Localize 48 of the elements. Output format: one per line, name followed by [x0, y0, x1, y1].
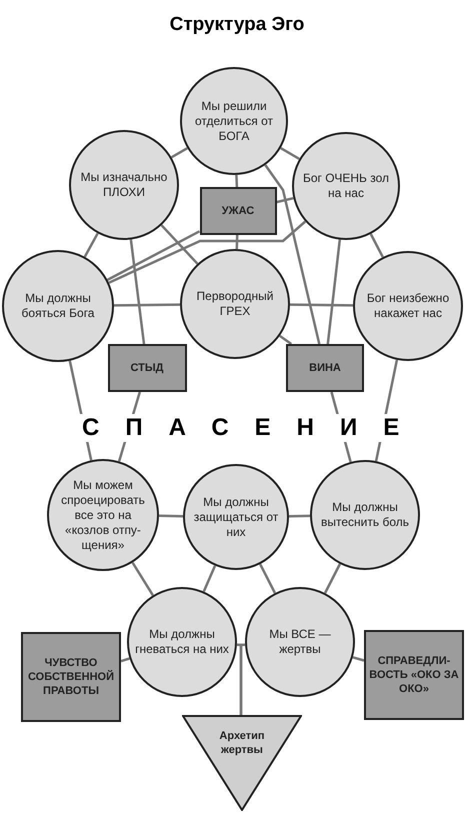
- emotion-box: [364, 630, 464, 720]
- node-text: Бог неизбежно накажет нас: [366, 291, 450, 321]
- emotion-box: [21, 632, 121, 722]
- connector-line: [352, 656, 364, 662]
- connector-line: [108, 220, 306, 284]
- node-text: ЧУВСТВО СОБСТВЕННОЙ ПРАВОТЫ: [26, 656, 115, 698]
- emotion-box: [286, 344, 364, 392]
- emotion-box: [108, 344, 186, 392]
- archetype-triangle: [182, 715, 302, 811]
- diagram-title: Структура Эго: [168, 14, 306, 36]
- emotion-box: [200, 187, 276, 235]
- node-text: Мы ВСЕ — жертвы: [268, 627, 332, 657]
- node-text: Мы должны бояться Бога: [20, 291, 96, 321]
- connector-line: [132, 562, 154, 596]
- connector-line: [130, 239, 146, 344]
- connector-line: [279, 334, 292, 346]
- connector-line: [290, 303, 354, 307]
- node-text: СПРАВЕДЛИ- ВОСТЬ «ОКО ЗА ОКО»: [368, 654, 460, 696]
- connector-line: [120, 657, 130, 662]
- node-text: ВИНА: [309, 361, 341, 375]
- connector-line: [326, 239, 342, 344]
- connector-line: [236, 234, 238, 250]
- connector-line: [235, 174, 238, 188]
- node-text: Бог ОЧЕНЬ зол на нас: [302, 171, 390, 201]
- node-text: Мы должны вытеснить боль: [320, 500, 410, 530]
- connector-line: [288, 514, 310, 518]
- connector-line: [259, 564, 276, 594]
- node-text: Архетип жертвы: [218, 729, 266, 757]
- connector-line: [106, 230, 200, 281]
- connector-line: [170, 147, 188, 158]
- connector-line: [264, 164, 321, 344]
- node-text: Мы решили отделиться от БОГА: [194, 98, 274, 144]
- connector-line: [158, 514, 184, 518]
- connector-line: [276, 196, 294, 204]
- node-text: Мы должны защищаться от них: [192, 494, 280, 540]
- node-text: СТЫД: [130, 361, 164, 375]
- connector-line: [114, 303, 180, 307]
- connector-line: [84, 232, 99, 258]
- node-text: УЖАС: [222, 204, 254, 218]
- node-text: Мы можем спроецировать все это на «козлов отпу- щения»: [60, 478, 146, 552]
- node-text: Первородный ГРЕХ: [196, 289, 274, 319]
- connector-line: [324, 563, 342, 594]
- connector-line: [202, 565, 216, 592]
- node-text: Мы изначально ПЛОХИ: [80, 170, 168, 200]
- connector-line: [370, 233, 384, 258]
- node-text: Мы должны гневаться на них: [135, 627, 229, 657]
- connector-line: [280, 147, 300, 160]
- connector-line: [240, 644, 246, 715]
